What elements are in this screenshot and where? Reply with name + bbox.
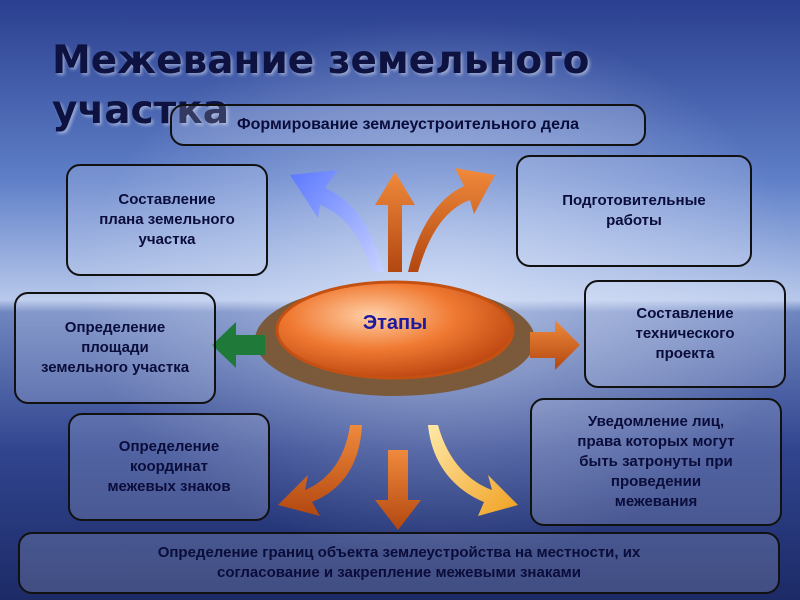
slide-title: Межевание земельного участка <box>52 38 590 133</box>
arrow-upper-right <box>408 168 495 272</box>
hub-disc <box>275 280 515 380</box>
stage-mid-left: Определение площади земельного участка <box>14 292 216 404</box>
stage-lower-right: Уведомление лиц, права которых могут быт… <box>530 398 782 526</box>
arrow-lower-left <box>278 425 362 516</box>
stage-lower-left: Определение координат межевых знаков <box>68 413 270 521</box>
stage-upper-right: Подготовительные работы <box>516 155 752 267</box>
stage-mid-right: Составление технического проекта <box>584 280 786 388</box>
arrow-right <box>530 320 580 370</box>
stage-top: Формирование землеустроительного дела <box>170 104 646 146</box>
stage-bottom: Определение границ объекта землеустройст… <box>18 532 780 594</box>
arrow-upper-left <box>290 170 384 272</box>
arrow-up <box>375 172 415 272</box>
arrow-lower-right <box>428 425 518 516</box>
stage-upper-left: Составление плана земельного участка <box>66 164 268 276</box>
arrow-left <box>212 322 265 368</box>
arrow-down <box>375 450 421 530</box>
hub-label: Этапы <box>362 312 428 334</box>
